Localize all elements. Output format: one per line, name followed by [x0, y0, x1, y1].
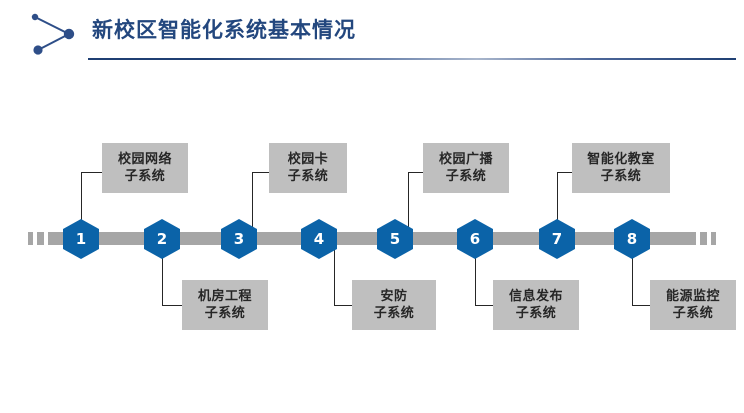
track-dash-left-3: [48, 232, 60, 245]
connector-horizontal-5: [408, 172, 423, 173]
step-label-box-3[interactable]: 校园卡 子系统: [269, 143, 347, 193]
connector-horizontal-8: [632, 305, 650, 306]
page-title: 新校区智能化系统基本情况: [92, 18, 356, 42]
timeline-track: [58, 232, 686, 245]
timeline-node-number-5: 5: [389, 229, 401, 248]
step-label-line2-8: 子系统: [672, 306, 714, 321]
timeline-node-number-6: 6: [469, 229, 481, 248]
connector-vertical-3: [252, 172, 253, 228]
timeline-node-6[interactable]: 6: [457, 219, 493, 259]
track-dash-right-2: [700, 232, 707, 245]
connector-vertical-4: [334, 249, 335, 305]
track-dash-left-1: [28, 232, 33, 245]
connector-vertical-5: [408, 172, 409, 228]
connector-vertical-2: [162, 249, 163, 305]
step-label-line2-6: 子系统: [515, 306, 557, 321]
timeline-node-number-3: 3: [233, 229, 245, 248]
connector-vertical-8: [632, 249, 633, 305]
connector-horizontal-3: [252, 172, 269, 173]
step-label-line1-4: 安防: [380, 288, 408, 304]
step-label-box-5[interactable]: 校园广播 子系统: [423, 143, 509, 193]
step-label-line2-7: 子系统: [600, 169, 642, 184]
step-label-line1-3: 校园卡: [287, 151, 329, 167]
timeline-node-2[interactable]: 2: [144, 219, 180, 259]
step-label-line2-3: 子系统: [287, 169, 329, 184]
chevron-right-nodes-icon: [26, 10, 80, 58]
step-label-line2-2: 子系统: [204, 306, 246, 321]
step-label-box-4[interactable]: 安防 子系统: [352, 280, 436, 330]
timeline-node-number-1: 1: [75, 229, 87, 248]
timeline-node-number-2: 2: [156, 229, 168, 248]
timeline-node-4[interactable]: 4: [301, 219, 337, 259]
step-label-line1-1: 校园网络: [117, 151, 172, 167]
track-dash-right-3: [711, 232, 716, 245]
timeline-node-number-8: 8: [626, 229, 638, 248]
step-label-line2-4: 子系统: [373, 306, 415, 321]
track-dash-left-2: [37, 232, 44, 245]
step-label-line1-5: 校园广播: [438, 151, 493, 167]
connector-horizontal-6: [475, 305, 493, 306]
timeline-node-1[interactable]: 1: [63, 219, 99, 259]
track-dash-right-1: [684, 232, 696, 245]
timeline-node-3[interactable]: 3: [221, 219, 257, 259]
timeline-node-number-4: 4: [313, 229, 325, 248]
connector-horizontal-2: [162, 305, 182, 306]
timeline-node-number-7: 7: [551, 229, 563, 248]
connector-horizontal-4: [334, 305, 352, 306]
step-label-box-8[interactable]: 能源监控 子系统: [650, 280, 736, 330]
step-label-line2-5: 子系统: [445, 169, 487, 184]
timeline-node-7[interactable]: 7: [539, 219, 575, 259]
connector-vertical-1: [81, 172, 82, 228]
step-label-line1-7: 智能化教室: [587, 151, 655, 167]
step-label-box-7[interactable]: 智能化教室 子系统: [572, 143, 670, 193]
step-label-line1-8: 能源监控: [665, 288, 720, 304]
connector-horizontal-7: [557, 172, 572, 173]
connector-vertical-6: [475, 249, 476, 305]
connector-horizontal-1: [81, 172, 102, 173]
timeline-node-8[interactable]: 8: [614, 219, 650, 259]
step-label-box-6[interactable]: 信息发布 子系统: [493, 280, 579, 330]
step-label-box-1[interactable]: 校园网络 子系统: [102, 143, 188, 193]
step-label-line2-1: 子系统: [124, 169, 166, 184]
title-underline: [88, 58, 736, 60]
connector-vertical-7: [557, 172, 558, 228]
timeline-node-5[interactable]: 5: [377, 219, 413, 259]
slide-header: 新校区智能化系统基本情况: [0, 0, 744, 70]
step-label-line1-2: 机房工程: [197, 288, 252, 304]
step-label-line1-6: 信息发布: [508, 288, 563, 304]
step-label-box-2[interactable]: 机房工程 子系统: [182, 280, 268, 330]
